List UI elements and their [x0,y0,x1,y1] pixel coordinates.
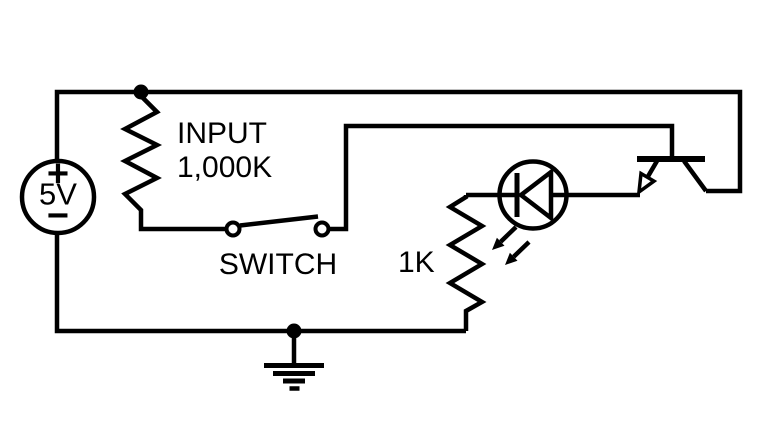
transistor-emitter-arrowhead-icon [636,170,658,196]
led-resistor-value-label: 1K [398,246,435,279]
switch: SWITCH [219,214,337,281]
input-resistor-zigzag [120,94,226,232]
light-emission-arrows [492,225,531,265]
switch-terminal-left [224,220,242,238]
transistor-collector [682,159,708,193]
led-resistor-zigzag [445,195,487,331]
led-triangle [517,167,554,223]
transistor [636,156,708,196]
transistor-emitter-shaft [645,159,659,179]
junction-dot-top [133,84,149,100]
voltage-source-label: 5V [39,177,77,212]
led [466,159,640,265]
voltage-source: + 5V − [19,153,97,237]
switch-to-base-rail [328,123,675,232]
minus-icon: − [47,195,69,237]
bottom-rail [54,233,466,334]
switch-lever [239,214,319,228]
bottom-rail-wire [54,233,466,334]
emission-arrow-2-shaft [512,240,531,259]
voltage-source-circle [19,158,97,236]
switch-to-base-wire [328,123,675,232]
top-power-rail [54,84,743,194]
emission-arrow-2-head [505,252,518,265]
ground-symbol [264,323,324,391]
led-resistor: 1K [398,195,487,331]
input-resistor: INPUT 1,000K [120,94,272,232]
input-resistor-name-label: INPUT [177,117,267,150]
switch-terminal-right [313,220,331,238]
emission-arrow-1-head [492,237,505,250]
switch-label: SWITCH [219,248,337,281]
plus-icon: + [47,153,69,195]
led-circle [497,159,569,231]
input-resistor-value-label: 1,000K [177,151,272,184]
top-rail-wire [54,89,743,194]
emission-arrow-1-shaft [499,225,518,244]
